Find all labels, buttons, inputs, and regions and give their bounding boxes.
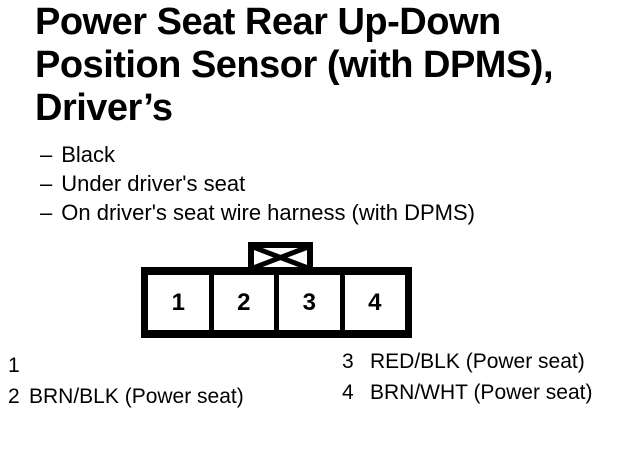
legend-wire-label: RED/BLK (Power seat) bbox=[370, 350, 585, 373]
pin-number: 1 bbox=[171, 288, 185, 316]
legend-row-pin-3: 3 RED/BLK (Power seat) bbox=[342, 346, 592, 377]
detail-item-color: – Black bbox=[40, 140, 475, 169]
title-line-3: Driver’s bbox=[35, 87, 173, 129]
legend-pin-number: 1 bbox=[8, 354, 20, 377]
title-line-2: Position Sensor (with DPMS), bbox=[35, 44, 554, 86]
pin-cavity-3: 3 bbox=[279, 275, 340, 330]
pin-cavity-1: 1 bbox=[148, 275, 209, 330]
pin-number: 4 bbox=[368, 288, 382, 316]
page-title: Power Seat Rear Up-Down Position Sensor … bbox=[35, 1, 554, 130]
legend-wire-label: BRN/BLK (Power seat) bbox=[29, 385, 244, 408]
legend-row-pin-4: 4 BRN/WHT (Power seat) bbox=[342, 377, 592, 408]
detail-item-harness: – On driver's seat wire harness (with DP… bbox=[40, 198, 475, 227]
connector-diagram: 1 2 3 4 bbox=[141, 242, 412, 338]
dash-bullet-icon: – bbox=[40, 200, 53, 225]
detail-text: Under driver's seat bbox=[61, 171, 246, 196]
pin-legend-left: 1 2 BRN/BLK (Power seat) bbox=[8, 350, 244, 412]
pin-cavity-4: 4 bbox=[344, 275, 405, 330]
legend-pin-number: 2 bbox=[8, 385, 20, 408]
pin-number: 2 bbox=[237, 288, 251, 316]
legend-wire-label: BRN/WHT (Power seat) bbox=[370, 381, 593, 404]
pin-legend-right: 3 RED/BLK (Power seat) 4 BRN/WHT (Power … bbox=[342, 346, 592, 408]
detail-text: On driver's seat wire harness (with DPMS… bbox=[61, 200, 476, 225]
detail-text: Black bbox=[61, 142, 116, 167]
details-list: – Black – Under driver's seat – On drive… bbox=[40, 140, 475, 227]
title-line-1: Power Seat Rear Up-Down bbox=[35, 1, 501, 43]
connector-body: 1 2 3 4 bbox=[141, 267, 412, 338]
legend-row-pin-2: 2 BRN/BLK (Power seat) bbox=[8, 381, 244, 412]
legend-pin-number: 3 bbox=[342, 350, 354, 373]
detail-item-location: – Under driver's seat bbox=[40, 169, 475, 198]
pin-number: 3 bbox=[302, 288, 316, 316]
dash-bullet-icon: – bbox=[40, 171, 53, 196]
pin-cavity-2: 2 bbox=[213, 275, 274, 330]
legend-row-pin-1: 1 bbox=[8, 350, 244, 381]
legend-pin-number: 4 bbox=[342, 381, 354, 404]
dash-bullet-icon: – bbox=[40, 142, 53, 167]
